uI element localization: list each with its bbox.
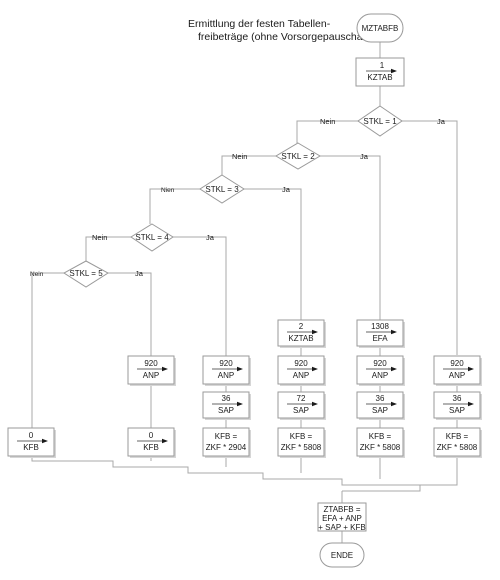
svg-text:1308: 1308 — [371, 322, 389, 331]
anp-920-box: 920 ANP — [127, 355, 176, 386]
anp-920-box: 920 ANP — [433, 355, 482, 386]
efa-1308-box: 1308 EFA — [356, 319, 405, 348]
assign-kztab-1-box: 1 KZTAB — [355, 57, 405, 87]
svg-text:SAP: SAP — [218, 406, 234, 415]
svg-text:KFB =: KFB = — [215, 432, 238, 441]
svg-text:STKL = 5: STKL = 5 — [69, 269, 103, 278]
svg-text:72: 72 — [297, 394, 306, 403]
svg-text:920: 920 — [450, 359, 464, 368]
svg-text:KFB =: KFB = — [369, 432, 392, 441]
kfb-0-box: 0 KFB — [127, 427, 176, 458]
svg-text:36: 36 — [376, 394, 385, 403]
svg-text:1: 1 — [380, 61, 385, 70]
nein-label: Nein — [92, 233, 107, 242]
svg-text:KFB =: KFB = — [446, 432, 469, 441]
ja-label: Ja — [437, 117, 446, 126]
svg-text:ANP: ANP — [218, 371, 234, 380]
anp-920-box: 920 ANP — [202, 355, 251, 386]
title-line-2: freibeträge (ohne Vorsorgepauschale) — [198, 31, 374, 43]
start-label: MZTABFB — [362, 24, 399, 33]
kztab-2-box: 2 KZTAB — [277, 319, 326, 348]
svg-text:0: 0 — [29, 431, 34, 440]
nein-label: Nein — [30, 271, 44, 278]
svg-text:920: 920 — [144, 359, 158, 368]
decision-stkl-1: STKL = 1 Nein Ja — [320, 105, 446, 137]
connector-lines — [31, 42, 458, 543]
svg-text:KZTAB: KZTAB — [288, 334, 313, 343]
svg-text:SAP: SAP — [449, 406, 465, 415]
svg-text:ZTABFB =: ZTABFB = — [324, 505, 361, 514]
sap-36-box: 36 SAP — [356, 391, 405, 420]
svg-text:STKL = 3: STKL = 3 — [205, 185, 239, 194]
svg-text:2: 2 — [299, 322, 304, 331]
kfb-formula-box: KFB = ZKF * 5808 — [433, 427, 482, 458]
svg-text:ZKF * 5808: ZKF * 5808 — [360, 443, 401, 452]
decision-stkl-2: STKL = 2 Nein Ja — [232, 142, 369, 170]
svg-text:ZKF * 5808: ZKF * 5808 — [437, 443, 478, 452]
svg-text:ANP: ANP — [293, 371, 309, 380]
svg-text:KFB: KFB — [143, 443, 159, 452]
ja-label: Ja — [360, 152, 369, 161]
svg-text:ANP: ANP — [372, 371, 388, 380]
nein-label: Nein — [232, 152, 247, 161]
title-line-1: Ermittlung der festen Tabellen- — [188, 18, 331, 30]
kfb-formula-box: KFB = ZKF * 5808 — [277, 427, 326, 458]
svg-text:SAP: SAP — [372, 406, 388, 415]
svg-text:EFA + ANP: EFA + ANP — [322, 514, 362, 523]
start-terminal: MZTABFB — [356, 13, 404, 43]
ja-label: Ja — [206, 233, 215, 242]
svg-text:STKL = 1: STKL = 1 — [363, 117, 397, 126]
svg-text:ZKF * 5808: ZKF * 5808 — [281, 443, 322, 452]
svg-text:+ SAP + KFB: + SAP + KFB — [318, 523, 365, 532]
svg-text:KZTAB: KZTAB — [367, 73, 392, 82]
ztabfb-formula-box: ZTABFB = EFA + ANP + SAP + KFB — [317, 502, 367, 532]
svg-text:ANP: ANP — [449, 371, 465, 380]
svg-text:920: 920 — [373, 359, 387, 368]
ja-label: Ja — [282, 185, 291, 194]
decision-stkl-5: STKL = 5 Nein Ja — [30, 260, 144, 288]
kfb-formula-box: KFB = ZKF * 2904 — [202, 427, 251, 458]
svg-text:KFB =: KFB = — [290, 432, 313, 441]
svg-text:STKL = 4: STKL = 4 — [135, 233, 169, 242]
svg-text:920: 920 — [219, 359, 233, 368]
end-terminal: ENDE — [319, 542, 365, 568]
decision-stkl-4: STKL = 4 Nein Ja — [92, 223, 215, 252]
svg-text:EFA: EFA — [372, 334, 388, 343]
kfb-formula-box: KFB = ZKF * 5808 — [356, 427, 405, 458]
anp-920-box: 920 ANP — [356, 355, 405, 386]
sap-72-box: 72 SAP — [277, 391, 326, 420]
svg-text:SAP: SAP — [293, 406, 309, 415]
end-label: ENDE — [331, 551, 353, 560]
svg-text:STKL = 2: STKL = 2 — [281, 152, 315, 161]
nien-label: Nien — [161, 187, 175, 194]
svg-text:ZKF * 2904: ZKF * 2904 — [206, 443, 247, 452]
nein-label: Nein — [320, 117, 335, 126]
sap-36-box: 36 SAP — [433, 391, 482, 420]
svg-text:36: 36 — [222, 394, 231, 403]
svg-text:0: 0 — [149, 431, 154, 440]
svg-text:ANP: ANP — [143, 371, 159, 380]
svg-text:920: 920 — [294, 359, 308, 368]
anp-920-box: 920 ANP — [277, 355, 326, 386]
sap-36-box: 36 SAP — [202, 391, 251, 420]
svg-text:KFB: KFB — [23, 443, 39, 452]
kfb-0-box: 0 KFB — [7, 427, 56, 458]
svg-text:36: 36 — [453, 394, 462, 403]
decision-stkl-3: STKL = 3 Nien Ja — [161, 174, 291, 204]
ja-label: Ja — [135, 269, 144, 278]
